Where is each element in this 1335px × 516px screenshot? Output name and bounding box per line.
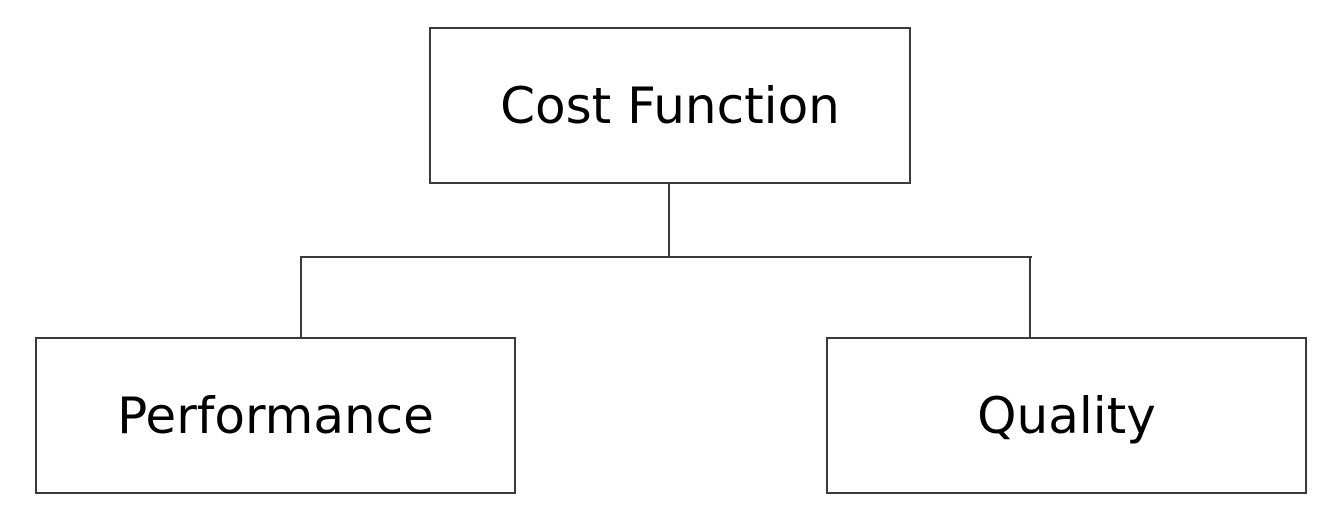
connector-branch-to-performance (300, 256, 302, 338)
connector-root-to-branch (668, 184, 670, 258)
connector-branch-horizontal (300, 256, 1032, 258)
node-cost-function: Cost Function (429, 27, 911, 184)
node-performance: Performance (35, 337, 516, 494)
node-label-cost-function: Cost Function (500, 76, 840, 135)
connector-branch-to-quality (1029, 256, 1031, 338)
node-quality: Quality (826, 337, 1307, 494)
node-label-performance: Performance (117, 386, 434, 445)
node-label-quality: Quality (977, 386, 1156, 445)
